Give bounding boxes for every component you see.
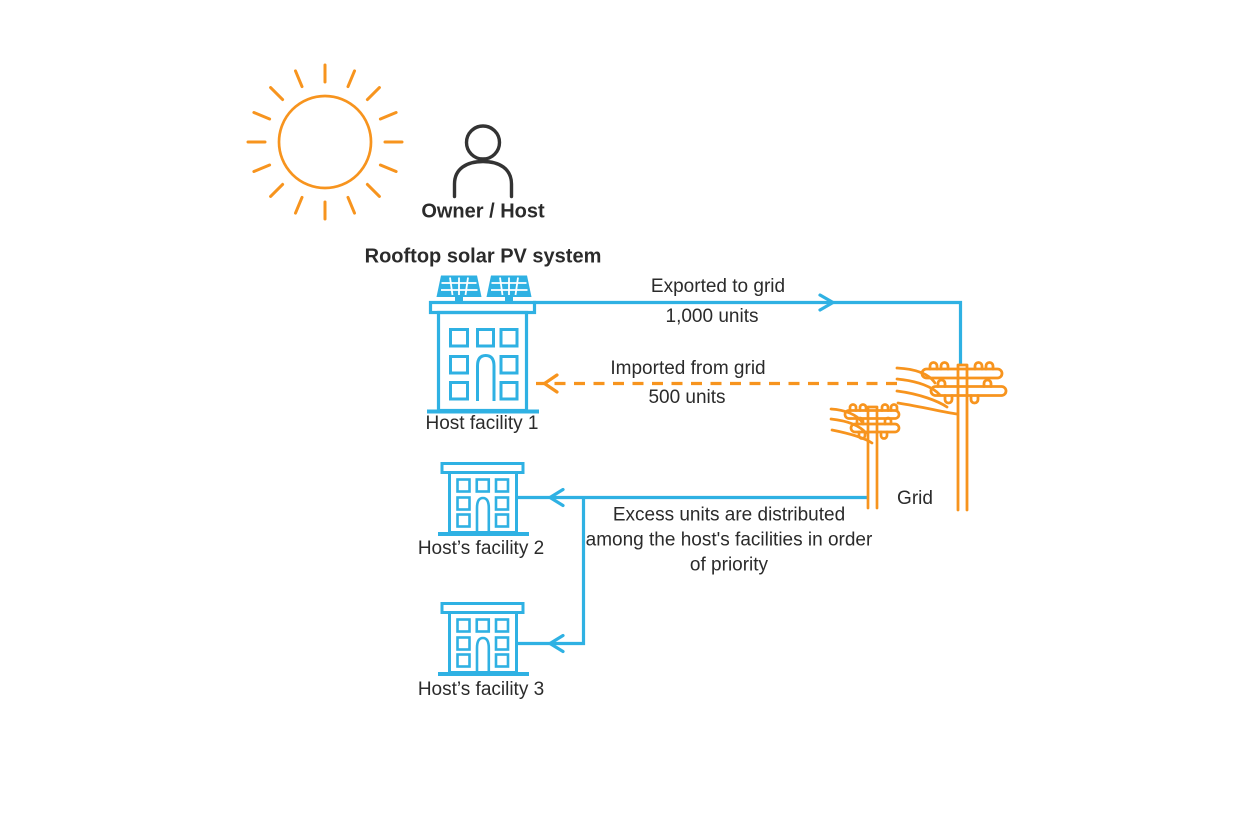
host-facility1-building-icon bbox=[427, 275, 539, 414]
facility2-arrowhead-icon bbox=[548, 487, 565, 508]
person-icon bbox=[452, 124, 514, 199]
facility3-label: Host’s facility 3 bbox=[417, 679, 545, 700]
export-flow-label: Exported to grid bbox=[650, 276, 786, 297]
solar-panel-icon bbox=[436, 275, 482, 303]
solar-panel-icon bbox=[486, 275, 532, 303]
import-flow-line bbox=[536, 373, 897, 394]
grid-label: Grid bbox=[897, 488, 933, 509]
facility1-label: Host facility 1 bbox=[425, 413, 539, 434]
facility3-arrowhead-icon bbox=[548, 633, 565, 654]
excess-flow-line-facility3 bbox=[518, 497, 586, 646]
import-flow-label: Imported from grid bbox=[610, 358, 766, 379]
power-pole-icon-small bbox=[829, 403, 901, 510]
owner-host-label: Owner / Host bbox=[421, 200, 545, 223]
import-arrowhead-icon bbox=[542, 373, 559, 394]
import-flow-value: 500 units bbox=[648, 387, 726, 408]
export-flow-value: 1,000 units bbox=[665, 306, 759, 327]
export-arrowhead-icon bbox=[818, 293, 835, 312]
facility2-label: Host’s facility 2 bbox=[417, 538, 545, 559]
system-title: Rooftop solar PV system bbox=[364, 245, 602, 268]
sun-icon bbox=[246, 63, 404, 221]
building-door bbox=[476, 353, 496, 401]
building-windows bbox=[449, 328, 519, 401]
excess-note: Excess units are distributed among the h… bbox=[585, 504, 873, 576]
power-pole-icon-large bbox=[895, 361, 1008, 512]
export-flow-line bbox=[533, 300, 963, 364]
energy-flow-lines bbox=[518, 293, 963, 654]
host-facility2-building-icon bbox=[436, 461, 531, 536]
host-facility3-building-icon bbox=[436, 601, 531, 676]
